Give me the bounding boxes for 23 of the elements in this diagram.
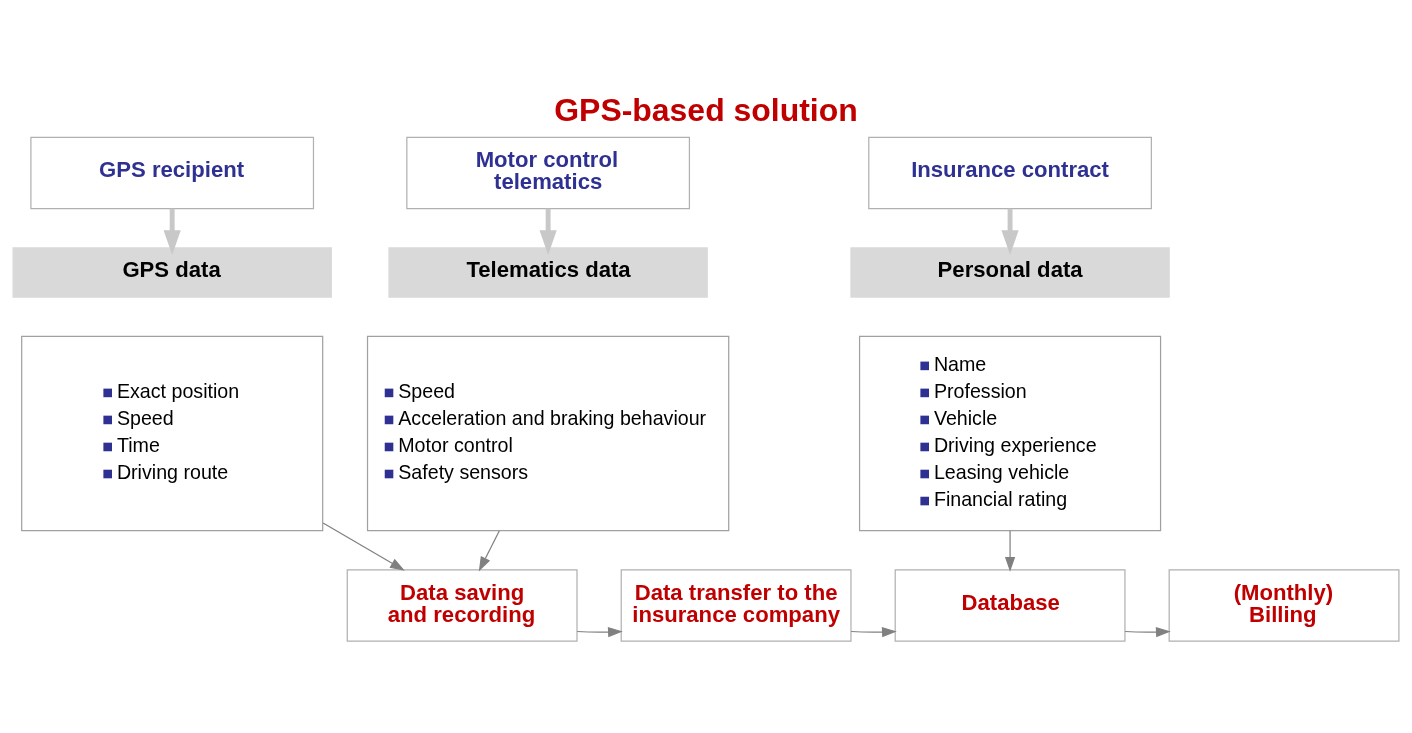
arrow xyxy=(1001,208,1019,255)
node-box: Data transfer to the insurance company xyxy=(620,569,852,642)
arrow xyxy=(478,530,500,572)
diagram-title: GPS-based solution xyxy=(554,92,858,129)
arrow xyxy=(539,208,557,255)
arrow xyxy=(1124,626,1171,638)
node-box: GPS data xyxy=(12,247,332,298)
arrow xyxy=(322,522,405,571)
node-box: Speed Acceleration and braking behaviour Motor control Safety sensors xyxy=(366,335,730,532)
node-box: Data saving and recording xyxy=(346,569,578,642)
node-box: Database xyxy=(894,569,1126,642)
node-box: Exact position Speed Time Driving route xyxy=(21,335,324,532)
arrow xyxy=(1004,530,1016,572)
node-box: Telematics data xyxy=(388,247,708,298)
node-box: Motor control telematics xyxy=(406,136,691,210)
arrow xyxy=(850,626,897,638)
node-box: GPS recipient xyxy=(30,136,315,210)
arrow xyxy=(576,626,623,638)
node-box: Personal data xyxy=(850,247,1170,298)
node-box: (Monthly) Billing xyxy=(1168,569,1400,642)
node-box: Insurance contract xyxy=(868,136,1152,210)
arrow xyxy=(163,208,181,255)
node-box: Name Profession Vehicle Driving experience Leasing vehicle Financial rating xyxy=(858,335,1162,532)
